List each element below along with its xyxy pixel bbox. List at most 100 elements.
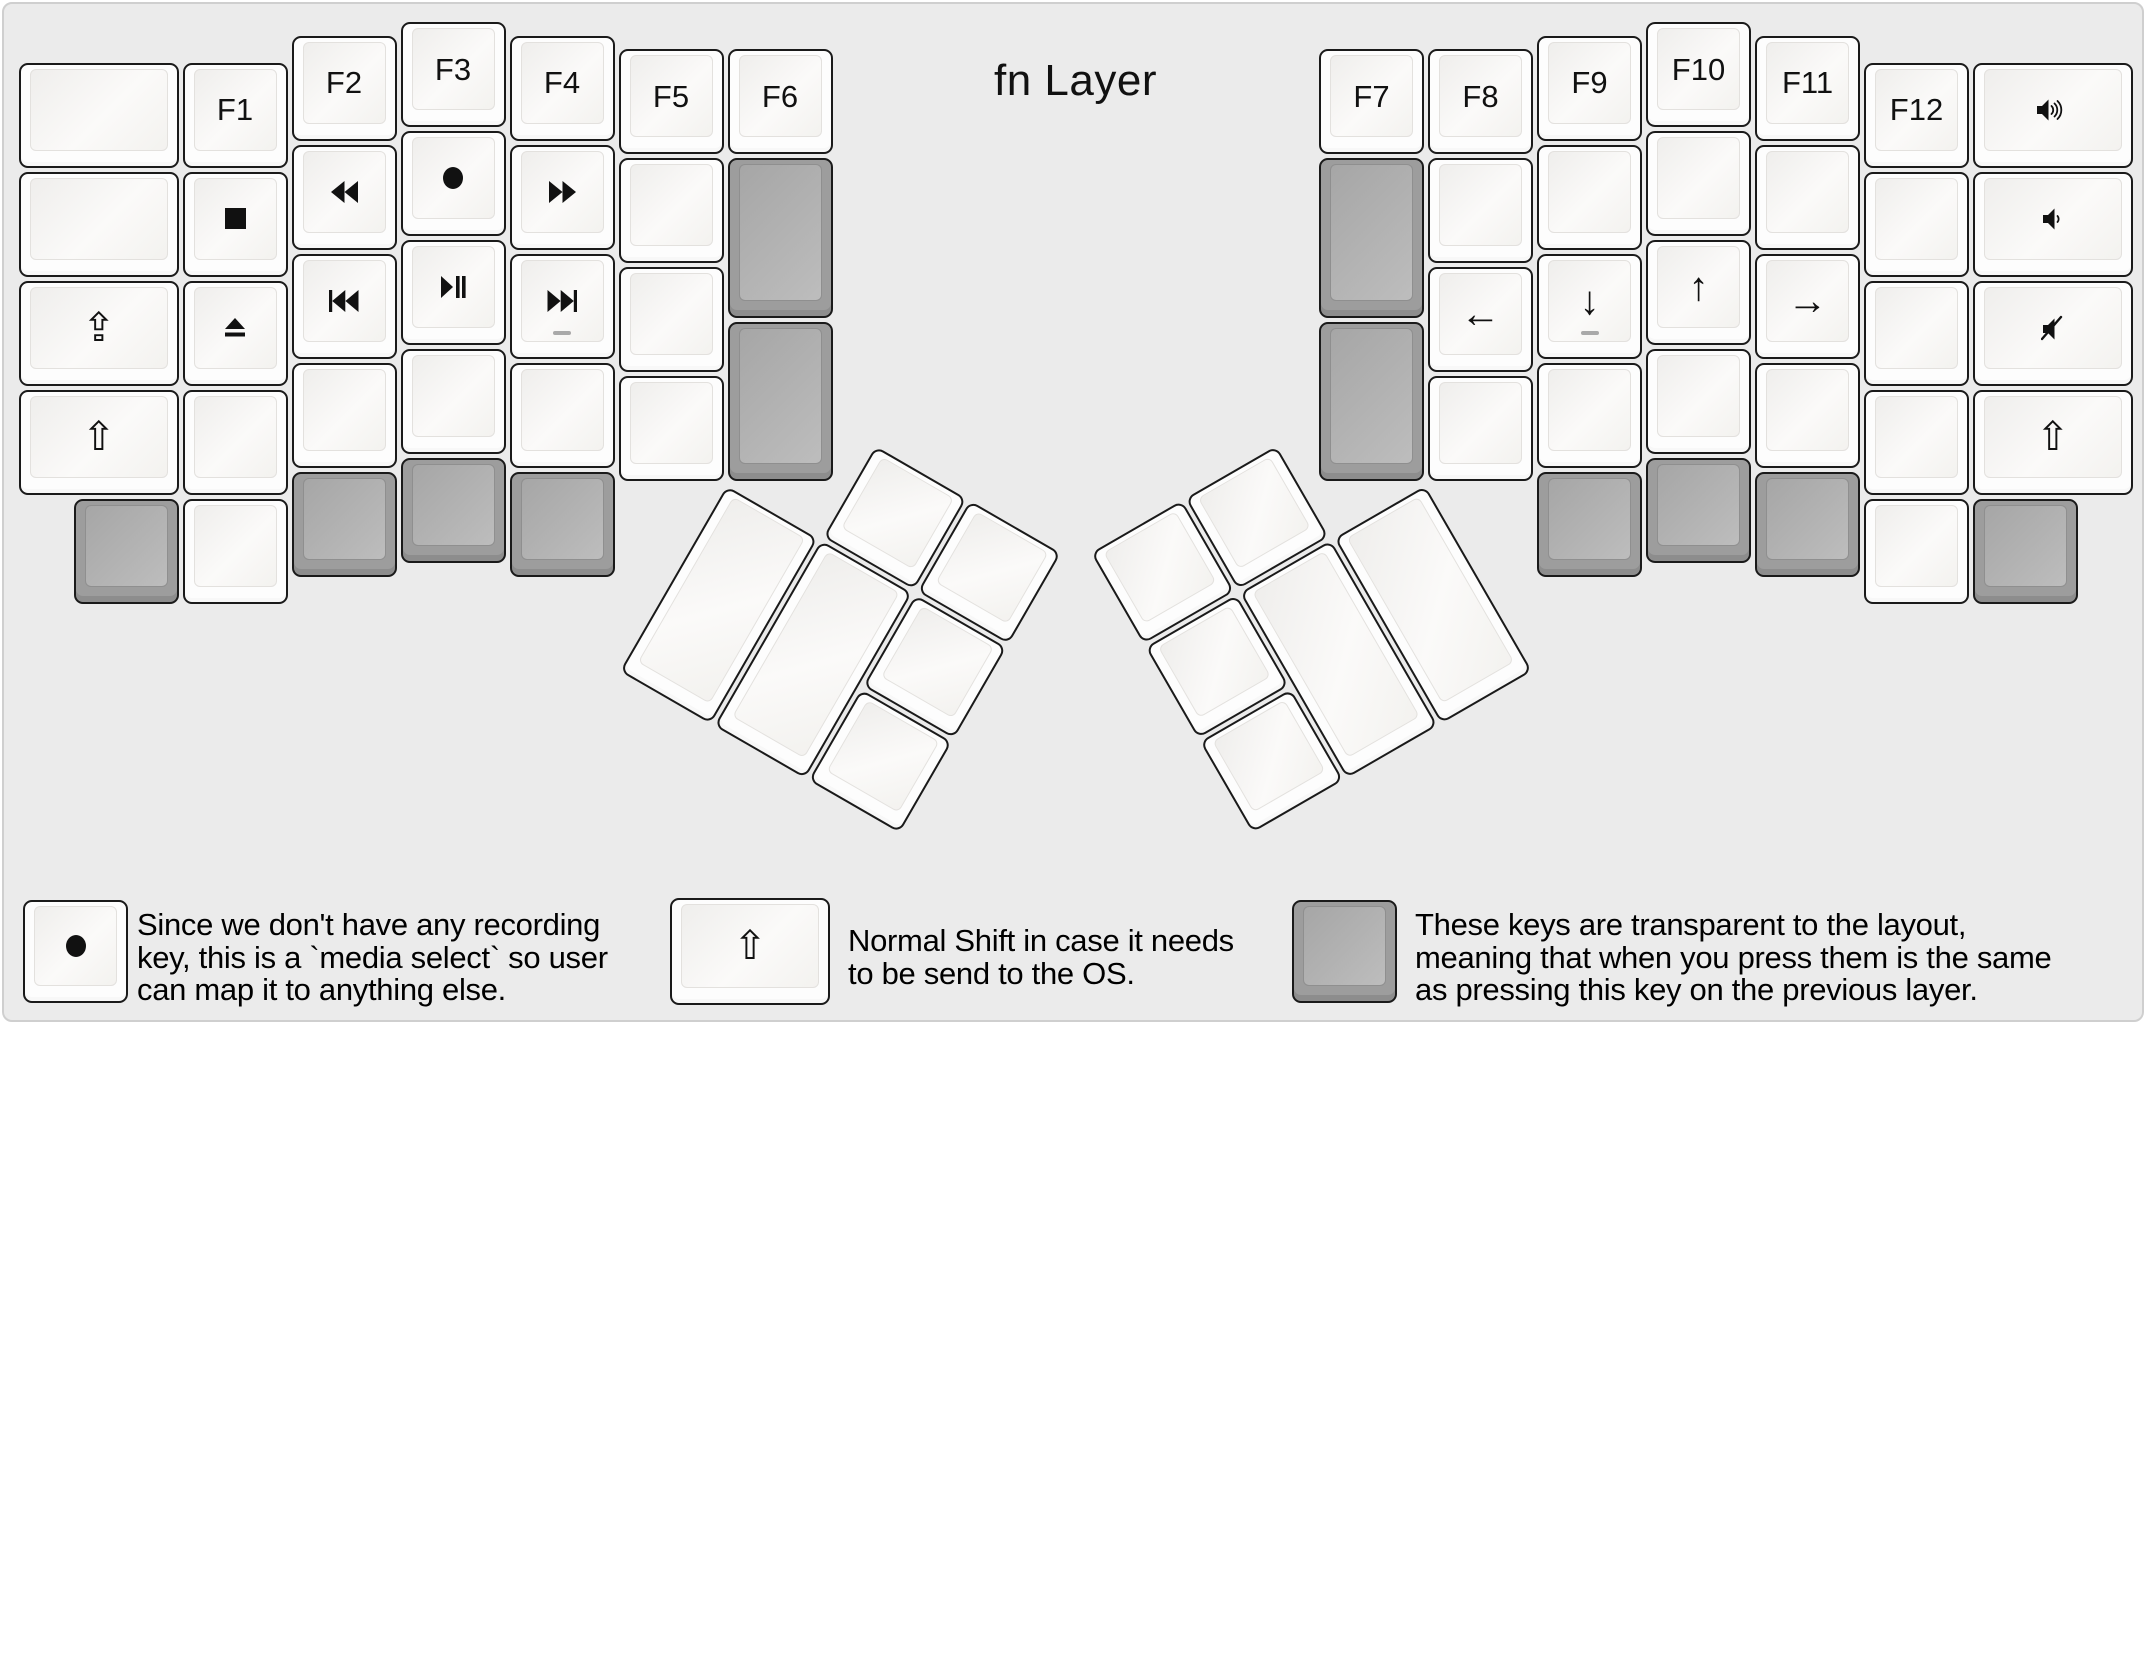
key-blank-r-r3c5[interactable]: [1864, 280, 1969, 386]
keycap-surface: F3: [411, 28, 495, 110]
keycap-surface: [84, 504, 168, 587]
keycap-surface: [1548, 477, 1631, 560]
key-sample-record[interactable]: [23, 900, 128, 1003]
key-transparent-l-tall2[interactable]: [727, 321, 833, 482]
keycap-surface: ⇧: [1984, 395, 2122, 478]
key-blank-l-r4c4[interactable]: [509, 362, 615, 468]
key-blank-l-r2c0[interactable]: [19, 171, 179, 277]
key-blank-l-r4c5[interactable]: [618, 376, 724, 482]
key-blank-r-r4c5[interactable]: [1864, 389, 1969, 495]
key-f3[interactable]: F3: [400, 22, 506, 127]
keycap-surface: [302, 259, 386, 342]
key-f4[interactable]: F4: [509, 35, 615, 141]
keycap-surface: [193, 286, 277, 369]
key-legend: F9: [1571, 65, 1608, 101]
key-volume-up[interactable]: [1973, 62, 2133, 168]
key-blank-r-r2c4[interactable]: [1755, 144, 1860, 250]
key-arrow-right[interactable]: →: [1755, 253, 1860, 359]
key-f5[interactable]: F5: [618, 49, 724, 155]
key-rewind[interactable]: [291, 144, 397, 250]
key-volume-down[interactable]: [1973, 171, 2133, 277]
key-shift-right[interactable]: ⇧: [1973, 389, 2133, 495]
keycap-surface: [302, 477, 386, 560]
next-track-icon: [547, 289, 577, 312]
key-blank-l-r1c0[interactable]: [19, 62, 179, 168]
key-arrow-up[interactable]: ↑: [1646, 240, 1751, 345]
stop-icon: [224, 208, 246, 230]
key-legend: F5: [652, 78, 690, 114]
key-legend: F4: [543, 65, 581, 101]
key-record[interactable]: [400, 131, 506, 236]
key-f6[interactable]: F6: [727, 49, 833, 155]
key-blank-l-r4c2[interactable]: [291, 362, 397, 468]
keycap-surface: [34, 906, 117, 986]
key-f1[interactable]: F1: [182, 62, 288, 168]
note-media-select-text: Since we don't have any recording key, t…: [137, 907, 608, 1007]
key-blank-l-r4c3[interactable]: [400, 349, 506, 454]
keycap-surface: [1548, 368, 1631, 451]
key-stop[interactable]: [182, 171, 288, 277]
key-legend: F10: [1671, 51, 1726, 87]
key-f10[interactable]: F10: [1646, 22, 1751, 127]
key-blank-r-r2c3[interactable]: [1646, 131, 1751, 236]
key-f11[interactable]: F11: [1755, 35, 1860, 141]
keycap-surface: [1657, 137, 1740, 219]
key-transparent-r-b3[interactable]: [1755, 471, 1860, 577]
key-blank-l-b2[interactable]: [182, 498, 288, 604]
key-blank-r-r2c2[interactable]: [1537, 144, 1642, 250]
keycap-surface: [1766, 368, 1849, 451]
key-blank-r-r2c1[interactable]: [1428, 158, 1533, 264]
key-sample-shift[interactable]: ⇧: [670, 898, 830, 1005]
key-transparent-l-b4[interactable]: [400, 458, 506, 563]
key-prev-track[interactable]: [291, 253, 397, 359]
key-caps-lock[interactable]: ⇪: [19, 280, 179, 386]
key-blank-l-r4c1[interactable]: [182, 389, 288, 495]
keycap-surface: ←: [1439, 273, 1522, 356]
keycap-surface: [1984, 286, 2122, 369]
keycap-surface: [520, 368, 604, 451]
key-blank-l-r3c5[interactable]: [618, 267, 724, 373]
key-blank-r-r4c4[interactable]: [1755, 362, 1860, 468]
key-legend: →: [1787, 278, 1828, 323]
key-sample-transparent[interactable]: [1292, 900, 1397, 1003]
key-blank-r-r2c5[interactable]: [1864, 171, 1969, 277]
key-transparent-r-b1[interactable]: [1537, 471, 1642, 577]
key-arrow-left[interactable]: ←: [1428, 267, 1533, 373]
keycap-surface: [1439, 382, 1522, 465]
key-blank-r-r4c3[interactable]: [1646, 349, 1751, 454]
volume-down-icon: [2042, 207, 2063, 231]
keycap-surface: [1984, 504, 2067, 587]
key-next-track[interactable]: [509, 253, 615, 359]
keycap-surface: [1657, 355, 1740, 437]
key-arrow-down[interactable]: ↓: [1537, 253, 1642, 359]
keycap-surface: [1657, 464, 1740, 546]
key-transparent-l-tall1[interactable]: [727, 158, 833, 318]
key-f9[interactable]: F9: [1537, 35, 1642, 141]
key-play-pause[interactable]: [400, 240, 506, 345]
key-mute[interactable]: [1973, 280, 2133, 386]
key-shift-left[interactable]: ⇧: [19, 389, 179, 495]
key-transparent-r-b2[interactable]: [1646, 458, 1751, 563]
keycap-surface: F7: [1330, 55, 1413, 138]
key-transparent-r-b5[interactable]: [1973, 498, 2078, 604]
key-transparent-r-tall2[interactable]: [1319, 321, 1424, 482]
key-transparent-l-b5[interactable]: [509, 471, 615, 577]
key-f2[interactable]: F2: [291, 35, 397, 141]
key-f7[interactable]: F7: [1319, 49, 1424, 155]
key-blank-r-r4c1[interactable]: [1428, 376, 1533, 482]
key-legend: ⇧: [2035, 414, 2070, 459]
key-f12[interactable]: F12: [1864, 62, 1969, 168]
key-blank-l-r2c5[interactable]: [618, 158, 724, 264]
key-f8[interactable]: F8: [1428, 49, 1533, 155]
eject-icon: [224, 318, 246, 337]
key-legend: F1: [216, 92, 254, 128]
key-transparent-l-b1[interactable]: [73, 498, 179, 604]
key-blank-r-r4c2[interactable]: [1537, 362, 1642, 468]
key-blank-r-b4[interactable]: [1864, 498, 1969, 604]
key-eject[interactable]: [182, 280, 288, 386]
key-transparent-l-b3[interactable]: [291, 471, 397, 577]
key-legend: ↓: [1579, 278, 1600, 323]
key-transparent-r-tall1[interactable]: [1319, 158, 1424, 318]
keycap-surface: F8: [1439, 55, 1522, 138]
key-fast-forward[interactable]: [509, 144, 615, 250]
